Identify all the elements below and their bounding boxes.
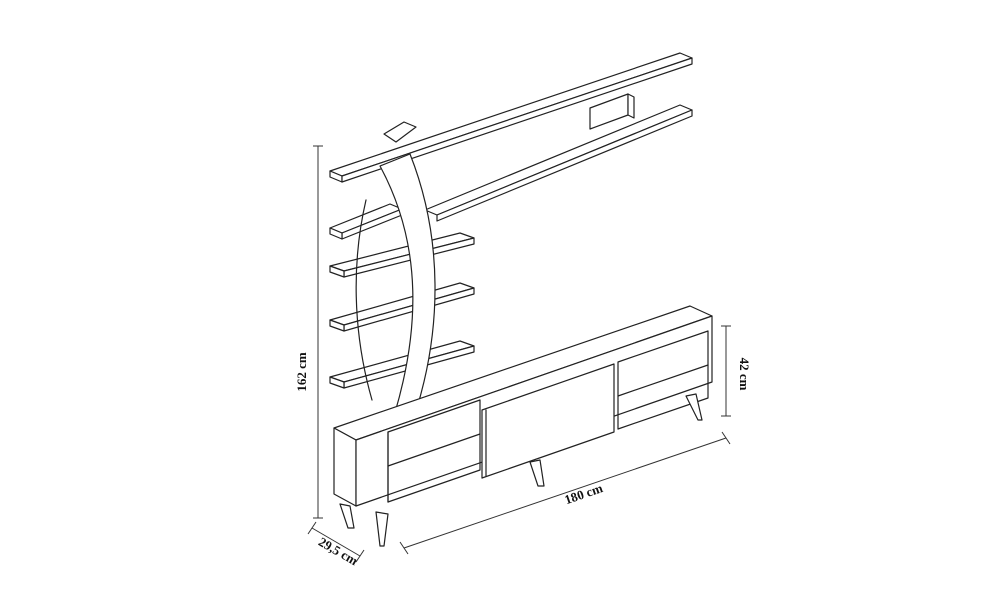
cabinet-legs: [339, 393, 703, 547]
shelf-support-block: [589, 93, 635, 130]
dim-height-total: 162 cm: [294, 145, 323, 519]
dim-height-cabinet: 42 cm: [721, 325, 752, 417]
dim-label-42: 42 cm: [737, 358, 752, 391]
left-shelf-1: [329, 203, 403, 240]
second-shelf: [424, 104, 693, 222]
upright-top-tab: [383, 121, 417, 143]
dim-depth: 29,5 cm: [307, 521, 365, 568]
dim-label-29-5: 29,5 cm: [316, 534, 361, 568]
tv-cabinet: [333, 305, 713, 507]
left-shelf-2: [329, 232, 475, 278]
dim-label-162: 162 cm: [294, 352, 309, 392]
dim-label-180: 180 cm: [562, 480, 604, 507]
cabinet-door: [481, 363, 615, 479]
left-shelf-4: [329, 340, 475, 389]
top-shelf: [329, 52, 693, 183]
upright-back-curve: [355, 199, 373, 401]
left-shelf-3: [329, 282, 475, 332]
